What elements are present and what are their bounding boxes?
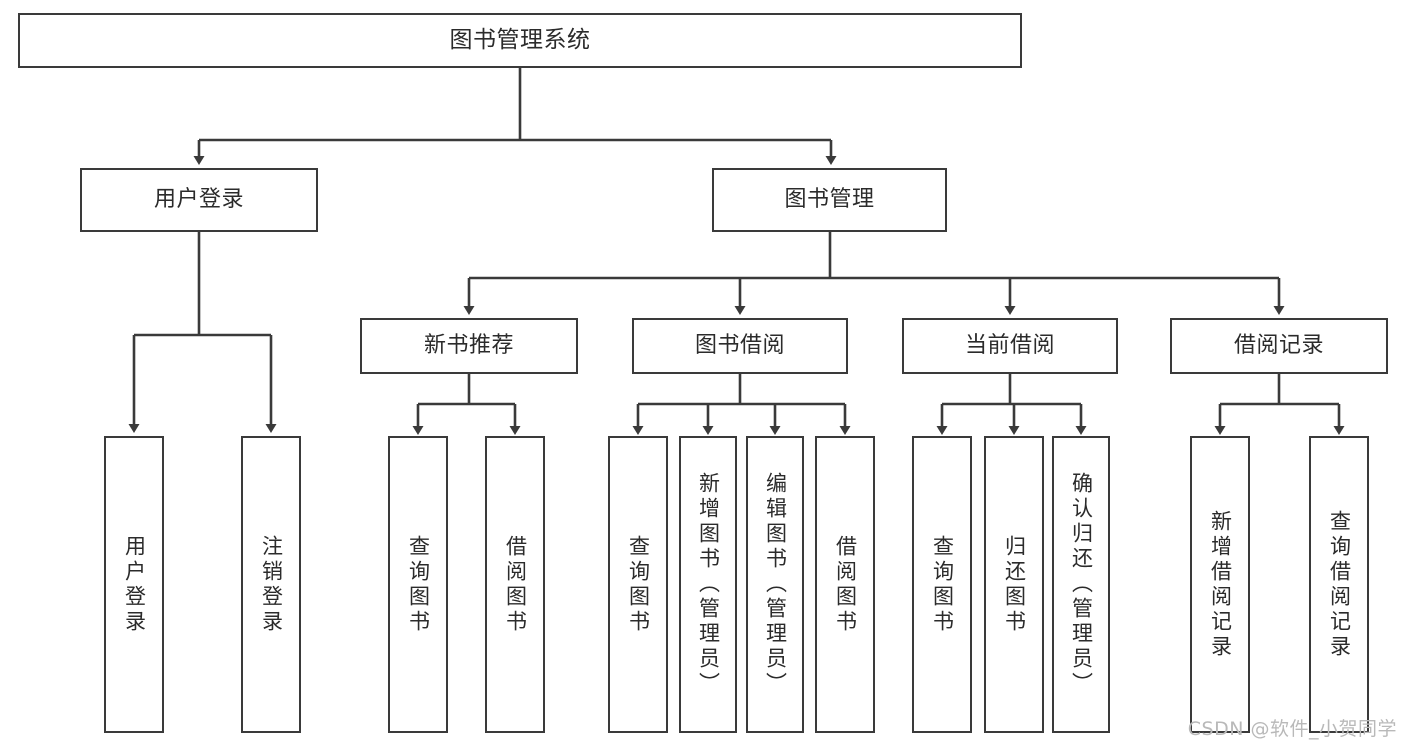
node-leaf-logout[interactable]: 注销登录 xyxy=(241,436,301,733)
node-book-borrow[interactable]: 图书借阅 xyxy=(632,318,848,374)
node-label: 查询借阅记录 xyxy=(1327,509,1352,660)
node-borrow-record[interactable]: 借阅记录 xyxy=(1170,318,1388,374)
node-leaf-confirm-return[interactable]: 确认归还（管理员） xyxy=(1052,436,1110,733)
node-label: 当前借阅 xyxy=(964,333,1055,359)
node-label: 图书管理 xyxy=(784,187,875,213)
node-label: 图书管理系统 xyxy=(449,27,591,54)
node-label: 编辑图书（管理员） xyxy=(763,472,788,697)
node-label: 用户登录 xyxy=(122,534,147,635)
node-leaf-add-book[interactable]: 新增图书（管理员） xyxy=(679,436,737,733)
watermark-text: CSDN @软件_小贺同学 xyxy=(1187,718,1397,740)
node-label: 借阅图书 xyxy=(503,534,528,635)
node-leaf-query-record[interactable]: 查询借阅记录 xyxy=(1309,436,1369,733)
node-leaf-edit-book[interactable]: 编辑图书（管理员） xyxy=(746,436,804,733)
node-label: 查询图书 xyxy=(626,534,651,635)
node-leaf-return-book[interactable]: 归还图书 xyxy=(984,436,1044,733)
node-leaf-borrow-book-2[interactable]: 借阅图书 xyxy=(815,436,875,733)
node-label: 注销登录 xyxy=(259,534,284,635)
node-label: 查询图书 xyxy=(930,534,955,635)
node-label: 确认归还（管理员） xyxy=(1069,472,1094,697)
node-leaf-add-record[interactable]: 新增借阅记录 xyxy=(1190,436,1250,733)
node-leaf-borrow-book-1[interactable]: 借阅图书 xyxy=(485,436,545,733)
node-user-login[interactable]: 用户登录 xyxy=(80,168,318,232)
node-label: 借阅图书 xyxy=(833,534,858,635)
node-label: 查询图书 xyxy=(406,534,431,635)
node-root-book-management-system[interactable]: 图书管理系统 xyxy=(18,13,1022,68)
node-leaf-query-book-2[interactable]: 查询图书 xyxy=(608,436,668,733)
node-new-book-recommend[interactable]: 新书推荐 xyxy=(360,318,578,374)
node-book-manage[interactable]: 图书管理 xyxy=(712,168,947,232)
node-label: 归还图书 xyxy=(1002,534,1027,635)
node-leaf-query-book-1[interactable]: 查询图书 xyxy=(388,436,448,733)
node-leaf-query-book-3[interactable]: 查询图书 xyxy=(912,436,972,733)
node-label: 借阅记录 xyxy=(1233,333,1324,359)
node-label: 用户登录 xyxy=(153,187,244,213)
node-current-borrow[interactable]: 当前借阅 xyxy=(902,318,1118,374)
node-leaf-user-login[interactable]: 用户登录 xyxy=(104,436,164,733)
node-label: 图书借阅 xyxy=(694,333,785,359)
node-label: 新增借阅记录 xyxy=(1208,509,1233,660)
node-label: 新增图书（管理员） xyxy=(696,472,721,697)
node-label: 新书推荐 xyxy=(423,333,514,359)
